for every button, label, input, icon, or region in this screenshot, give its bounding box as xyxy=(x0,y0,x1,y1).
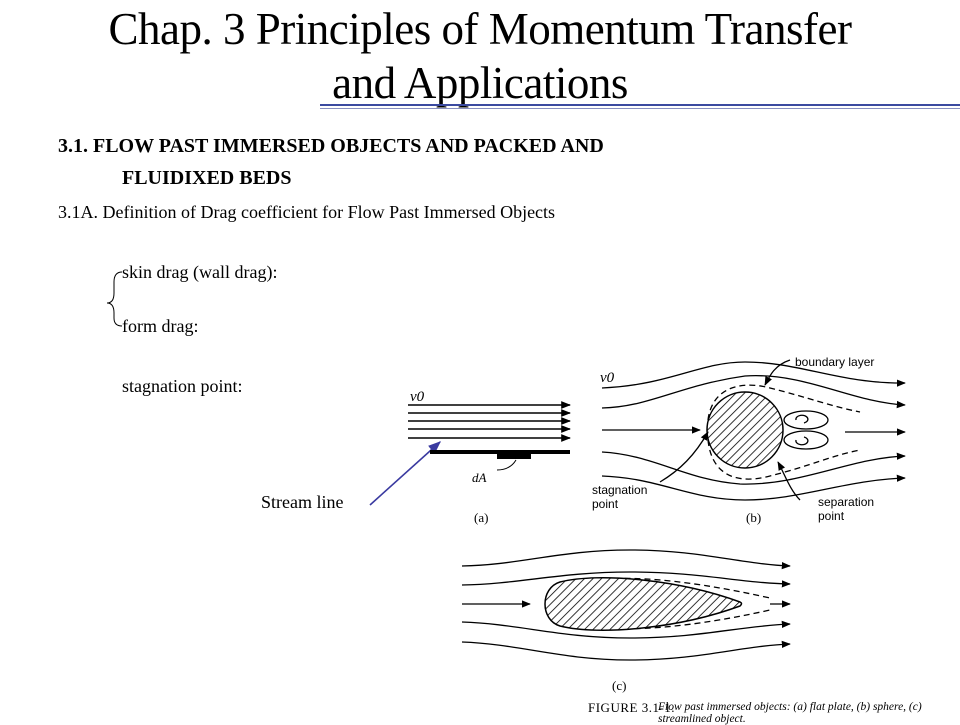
stagnation-label-1: stagnation xyxy=(592,483,647,497)
panel-c-label: (c) xyxy=(612,678,626,693)
streamlined-body xyxy=(544,576,743,632)
title-line-1: Chap. 3 Principles of Momentum Transfer xyxy=(108,4,852,54)
item-skin-drag: skin drag (wall drag): xyxy=(122,262,278,282)
area-element xyxy=(497,452,531,459)
brace xyxy=(106,271,123,327)
stagnation-label-2: point xyxy=(592,497,619,511)
panel-b-label: (b) xyxy=(746,510,761,525)
subsection-heading: 3.1A. Definition of Drag coefficient for… xyxy=(58,202,556,222)
title-line-2: and Applications xyxy=(332,58,628,108)
panel-a-velocity: v0 xyxy=(410,389,425,405)
separation-label-1: separation xyxy=(818,495,874,509)
section-heading-line-2: FLUIDIXED BEDS xyxy=(122,167,292,189)
figure-caption-lead: FIGURE 3.1-1. xyxy=(588,700,676,715)
panel-c xyxy=(461,549,791,661)
panel-b-velocity: v0 xyxy=(600,370,615,386)
section-heading-line-1: 3.1. FLOW PAST IMMERSED OBJECTS AND PACK… xyxy=(58,135,604,157)
stream-line-annotation: Stream line xyxy=(261,492,344,512)
panel-a-area: dA xyxy=(472,470,487,485)
item-stagnation-point: stagnation point: xyxy=(122,376,243,396)
item-form-drag: form drag: xyxy=(122,316,199,336)
panel-b: v0 xyxy=(600,359,906,501)
panel-a: v0 dA (a) xyxy=(408,389,571,525)
separation-label-2: point xyxy=(818,509,845,523)
title-rule-thin xyxy=(320,108,960,109)
stream-line-pointer xyxy=(369,441,441,506)
boundary-layer-label: boundary layer xyxy=(795,355,874,369)
title-rule xyxy=(320,104,960,106)
sphere xyxy=(706,391,784,469)
slide-title: Chap. 3 Principles of Momentum Transfer … xyxy=(0,2,960,110)
panel-a-label: (a) xyxy=(474,510,488,525)
